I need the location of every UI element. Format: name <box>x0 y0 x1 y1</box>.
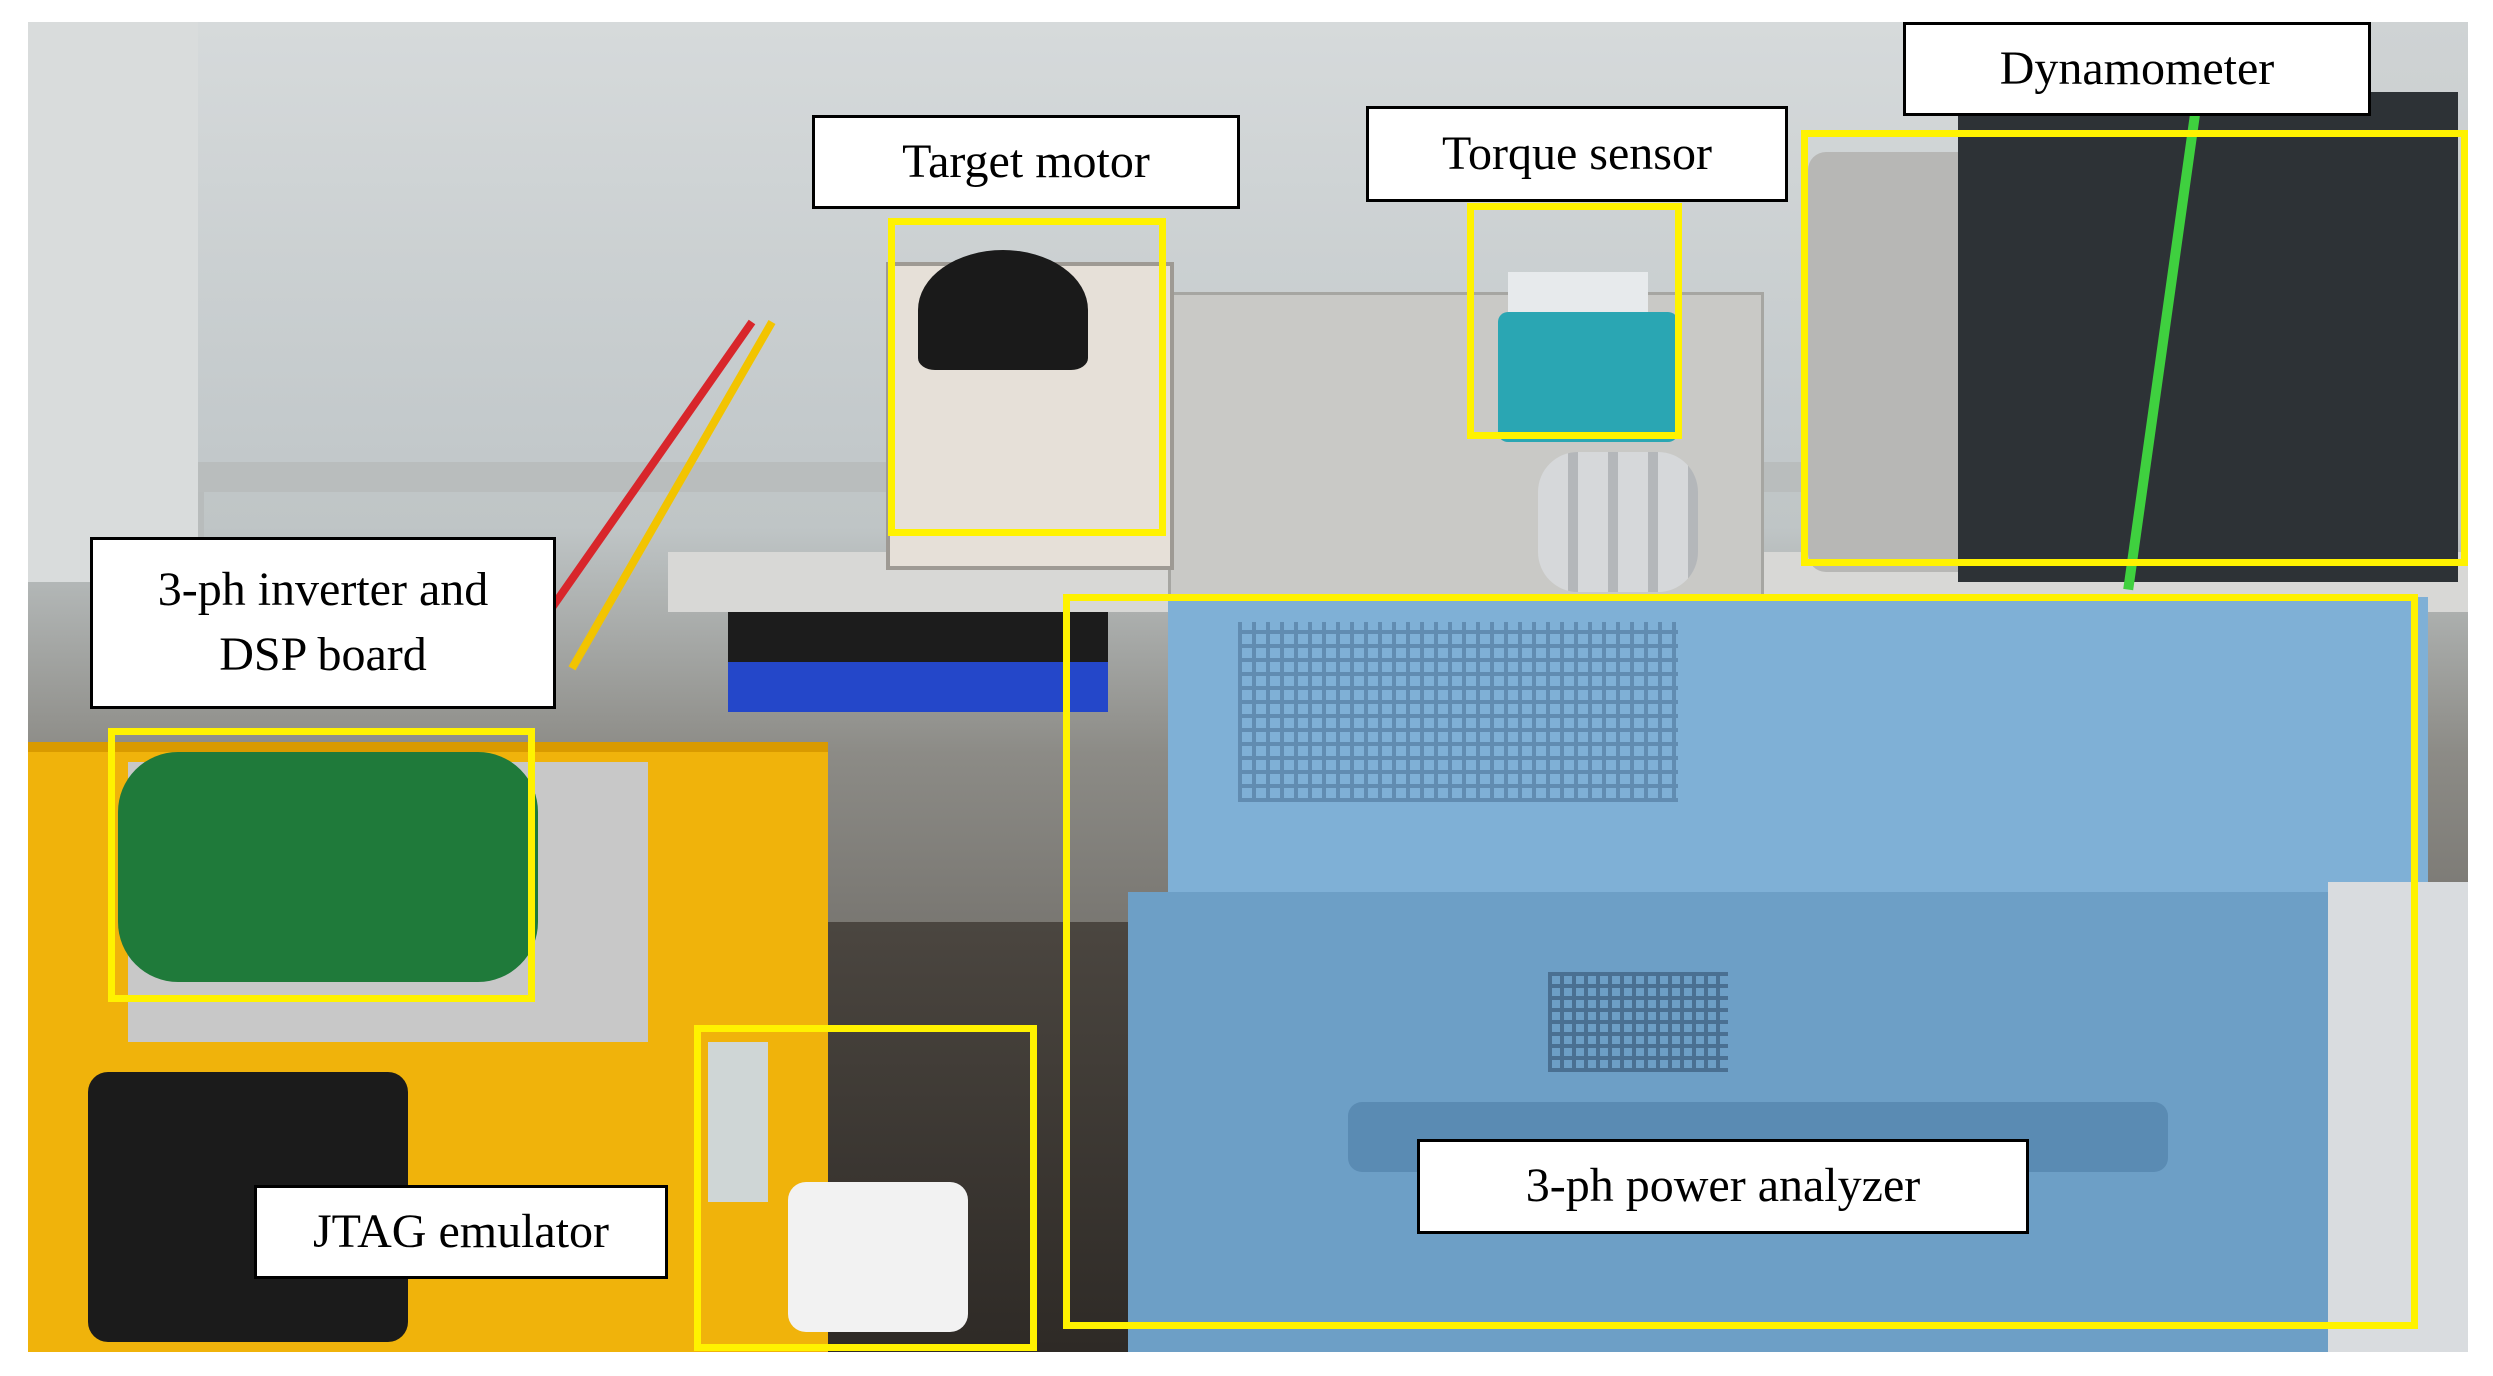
highlight-jtag-emulator <box>694 1025 1037 1351</box>
label-inverter: 3-ph inverter and DSP board <box>90 537 556 709</box>
analyzer-side-panel <box>2328 882 2468 1352</box>
jtag-emulator-box <box>788 1182 968 1332</box>
label-jtag-emulator: JTAG emulator <box>254 1185 668 1279</box>
dsp-board-pcb <box>118 752 538 982</box>
shaft-couplings <box>1538 452 1698 592</box>
label-target-motor: Target motor <box>812 115 1240 209</box>
jtag-connector <box>708 1042 768 1202</box>
motor-fan <box>918 250 1088 370</box>
highlight-inverter <box>108 728 535 1002</box>
highlight-dynamometer <box>1801 130 2468 566</box>
label-dynamometer: Dynamometer <box>1903 22 2371 116</box>
torque-sensor-body <box>1498 312 1678 442</box>
label-power-analyzer: 3-ph power analyzer <box>1417 1139 2029 1234</box>
highlight-power-analyzer <box>1063 594 2418 1329</box>
highlight-torque-sensor <box>1467 203 1682 439</box>
lab-photo <box>28 22 2468 1352</box>
analyzer-front-grill <box>1548 972 1728 1072</box>
left-wall <box>28 22 204 582</box>
analyzer-top-grill <box>1238 622 1678 802</box>
label-torque-sensor: Torque sensor <box>1366 106 1788 202</box>
blue-tray <box>728 662 1108 712</box>
highlight-target-motor <box>888 218 1166 536</box>
dynamometer-body <box>1958 92 2458 582</box>
